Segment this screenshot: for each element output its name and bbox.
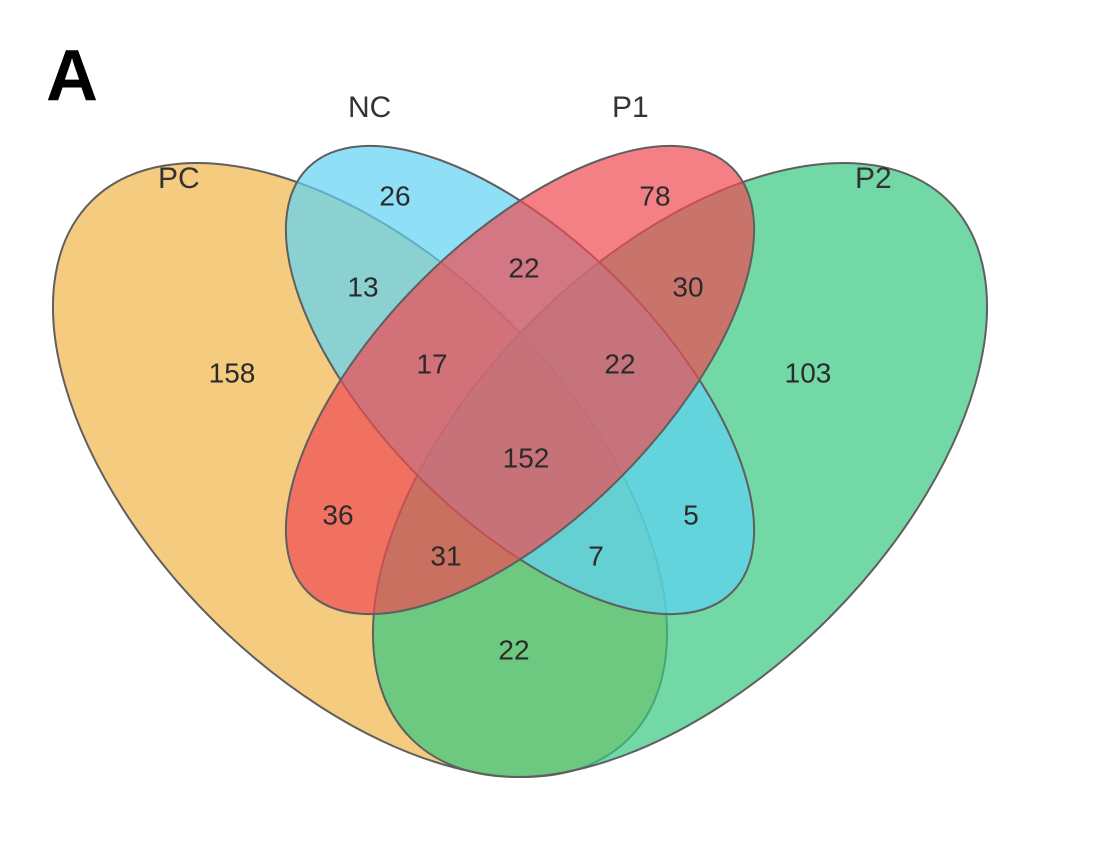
set-shapes bbox=[51, 144, 989, 779]
count-pc-nc-p1: 17 bbox=[416, 348, 447, 379]
panel-label: A bbox=[46, 36, 98, 116]
set-p1-shape bbox=[284, 144, 756, 616]
count-pc-nc: 13 bbox=[347, 271, 378, 302]
count-nc-only: 26 bbox=[379, 180, 410, 211]
set-label-p2: P2 bbox=[855, 162, 892, 195]
set-labels: PC NC P1 P2 bbox=[158, 91, 892, 195]
count-pc-p1-p2: 31 bbox=[430, 540, 461, 571]
count-p1-only: 78 bbox=[639, 180, 670, 211]
count-nc-p1: 22 bbox=[508, 252, 539, 283]
count-p2-only: 103 bbox=[785, 357, 832, 388]
count-pc-p1: 36 bbox=[322, 499, 353, 530]
count-nc-p1-p2: 22 bbox=[604, 348, 635, 379]
set-label-pc: PC bbox=[158, 162, 200, 195]
count-pc-only: 158 bbox=[209, 357, 256, 388]
count-p1-p2: 30 bbox=[672, 271, 703, 302]
set-label-p1: P1 bbox=[612, 91, 649, 124]
count-pc-nc-p2: 7 bbox=[588, 540, 604, 571]
count-pc-p2: 22 bbox=[498, 634, 529, 665]
set-label-nc: NC bbox=[348, 91, 391, 124]
count-nc-p2: 5 bbox=[683, 499, 699, 530]
count-all-four: 152 bbox=[503, 442, 550, 473]
region-counts: 158 26 78 103 13 22 30 17 22 152 36 31 7… bbox=[209, 180, 832, 665]
